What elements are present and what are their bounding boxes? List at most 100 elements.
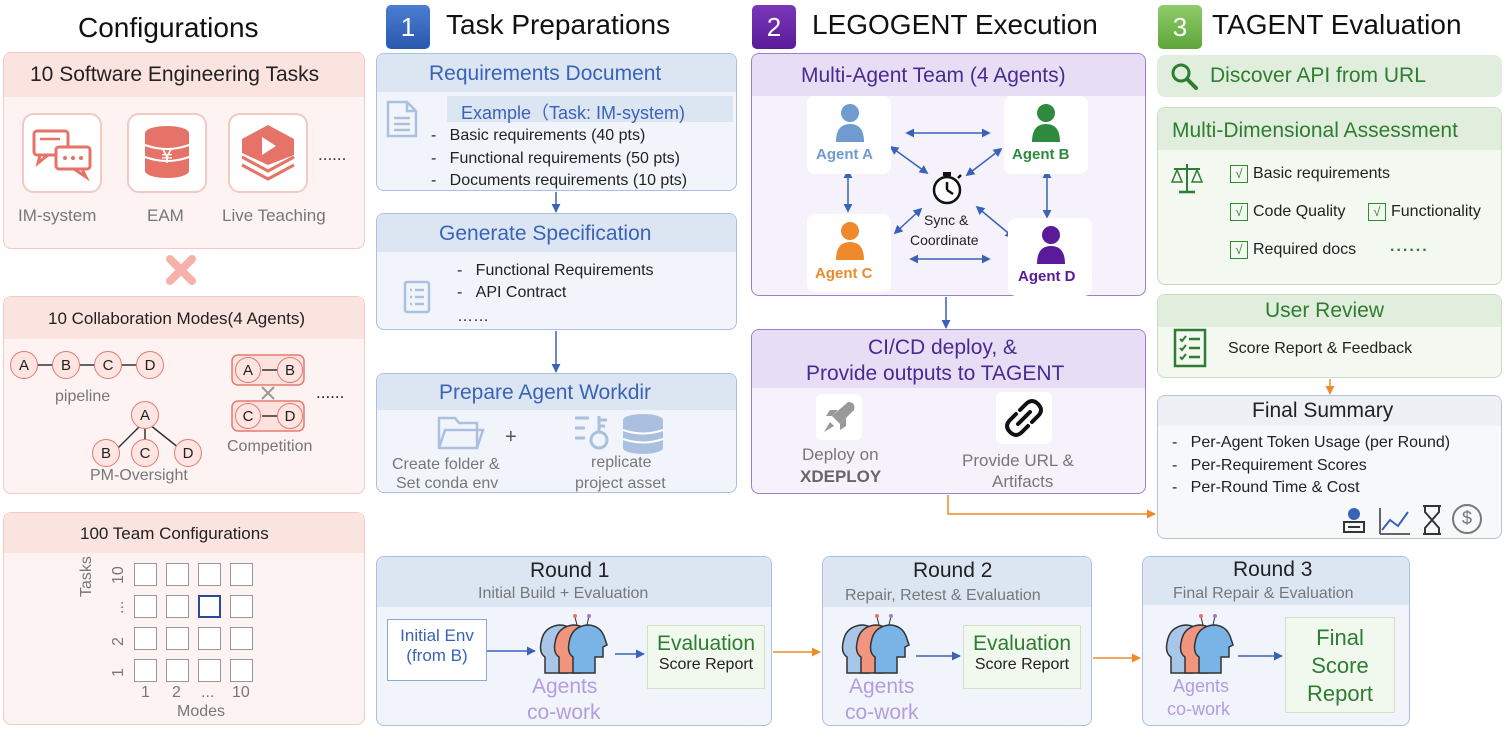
deploy-left-1: Deploy on	[802, 445, 879, 464]
review-text: Score Report & Feedback	[1228, 340, 1413, 357]
sync-label-1: Sync &	[924, 212, 969, 228]
round-1-eval: Evaluation Score Report	[647, 625, 765, 689]
agent-d-name: Agent D	[1018, 268, 1076, 285]
grid-cell	[166, 627, 189, 650]
assess-item: Required docs	[1253, 241, 1357, 259]
check-icon: √	[1230, 203, 1248, 221]
req-item: Functional requirements (50 pts)	[449, 150, 680, 167]
grid-cell	[198, 595, 221, 618]
tasks-header: 10 Software Engineering Tasks	[30, 63, 320, 86]
grid-x-tick-2: 2	[172, 684, 181, 701]
initial-env-box: Initial Env (from B)	[387, 619, 487, 681]
summary-item: Per-Round Time & Cost	[1190, 479, 1360, 496]
summary-panel: Final Summary - Per-Agent Token Usage (p…	[1157, 395, 1502, 539]
grid-y-label: Tasks	[78, 556, 95, 597]
team-config-panel: 100 Team Configurations	[3, 512, 365, 725]
round-2-eval-title: Evaluation	[972, 632, 1072, 655]
agent-c-card: Agent C	[807, 214, 891, 292]
stopwatch-icon	[930, 170, 964, 211]
deploy-header-2: Provide outputs to TAGENT	[806, 362, 1065, 385]
round-2-panel: Round 2 Repair, Retest & Evaluation Agen…	[822, 556, 1092, 726]
round-3-agents-1: Agents	[1173, 676, 1230, 696]
grid-y-tick-dots: ...	[110, 600, 127, 614]
summary-item: Per-Agent Token Usage (per Round)	[1190, 434, 1451, 451]
task-label-im: IM-system	[18, 206, 97, 225]
agents-heads-icon	[1163, 613, 1243, 680]
pm-node-b: B	[92, 439, 120, 467]
modes-panel: 10 Collaboration Modes(4 Agents) A B C D…	[3, 296, 365, 494]
grid-x-tick-1: 1	[141, 684, 150, 701]
im-system-icon	[22, 113, 102, 193]
pm-node-d: D	[174, 439, 202, 467]
link-icon	[996, 392, 1052, 444]
sync-label-2: Coordinate	[910, 232, 979, 248]
assess-item: Basic requirements	[1253, 165, 1390, 183]
round-3-title: Round 3	[1233, 558, 1313, 581]
round-3-eval: Final Score Report	[1285, 617, 1395, 713]
spec-more: ……	[457, 308, 489, 325]
discover-panel: Discover API from URL	[1157, 55, 1502, 97]
round-2-agents-1: Agents	[849, 675, 915, 698]
grid-cell	[230, 659, 253, 682]
agents-heads-icon	[537, 613, 617, 680]
pm-node-c: C	[131, 439, 159, 467]
grid-cell	[134, 563, 157, 586]
tasks-panel: 10 Software Engineering Tasks ¥ ...... I…	[3, 52, 365, 249]
folder-icon	[437, 412, 485, 457]
grid-cell	[230, 595, 253, 618]
round-1-subtitle: Initial Build + Evaluation	[478, 585, 649, 602]
assess-item: Functionality	[1391, 203, 1481, 221]
agent-b-card: Agent B	[1004, 96, 1088, 174]
grid-y-tick-1: 1	[110, 668, 127, 677]
check-icon: √	[1230, 241, 1248, 259]
round-3-subtitle: Final Repair & Evaluation	[1173, 585, 1354, 602]
agents-heads-icon	[839, 613, 919, 680]
assessment-header: Multi-Dimensional Assessment	[1172, 119, 1458, 142]
spec-panel: Generate Specification - Functional Requ…	[376, 213, 737, 330]
spec-item: Functional Requirements	[475, 262, 654, 279]
competition-label: Competition	[227, 438, 313, 455]
deploy-panel: CI/CD deploy, & Provide outputs to TAGEN…	[751, 329, 1146, 494]
round-2-eval: Evaluation Score Report	[963, 625, 1081, 689]
workdir-left-1: Create folder &	[392, 456, 500, 473]
scales-icon	[1170, 160, 1204, 201]
svg-text:¥: ¥	[161, 144, 174, 168]
comp-node-c: C	[235, 403, 261, 429]
round-1-title: Round 1	[530, 559, 610, 582]
list-icon	[403, 280, 431, 319]
rocket-icon	[816, 394, 862, 440]
key-database-icon	[573, 412, 669, 461]
round-2-title: Round 2	[913, 559, 993, 582]
workdir-header: Prepare Agent Workdir	[439, 381, 652, 404]
eam-icon: ¥	[127, 113, 207, 193]
grid-cell	[166, 659, 189, 682]
round-3-eval-line-3: Report	[1306, 681, 1374, 706]
task-label-eam: EAM	[147, 206, 184, 225]
agent-a-name: Agent A	[816, 146, 873, 163]
grid-cell	[198, 563, 221, 586]
live-teaching-icon	[228, 113, 308, 193]
assess-item: Code Quality	[1253, 203, 1346, 221]
req-item: Basic requirements (40 pts)	[449, 127, 646, 144]
grid-x-label: Modes	[177, 703, 226, 720]
pm-node-a: A	[131, 401, 159, 429]
pipeline-node-d: D	[136, 351, 164, 379]
workdir-right-1: replicate	[591, 454, 652, 471]
comp-node-b: B	[277, 357, 303, 383]
prep-badge: 1	[386, 5, 430, 49]
pipeline-node-a: A	[10, 351, 38, 379]
checklist-icon	[1172, 327, 1208, 374]
grid-x-tick-10: 10	[232, 684, 250, 701]
grid-cell	[134, 659, 157, 682]
round-1-eval-sub: Score Report	[658, 656, 754, 673]
workdir-left-2: Set conda env	[396, 475, 499, 492]
pipeline-label: pipeline	[55, 388, 111, 405]
review-panel: User Review Score Report & Feedback	[1157, 294, 1502, 378]
document-icon	[385, 100, 419, 143]
agent-a-card: Agent A	[807, 96, 891, 174]
round-3-panel: Round 3 Final Repair & Evaluation Agents…	[1142, 556, 1410, 726]
summary-item: Per-Requirement Scores	[1190, 457, 1367, 474]
task-more: ......	[318, 145, 347, 164]
agent-b-icon	[1032, 104, 1060, 142]
grid-cell	[166, 563, 189, 586]
